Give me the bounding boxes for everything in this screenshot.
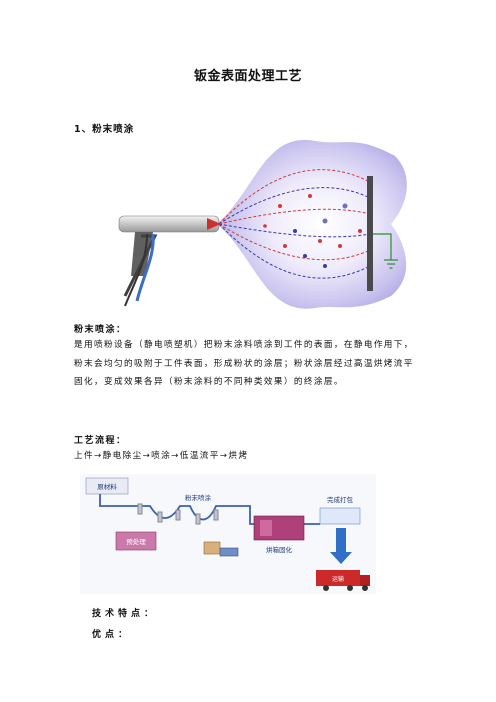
raw-material-label: 原材料 — [97, 482, 117, 491]
powder-label: 粉末喷涂： — [74, 325, 127, 335]
truck-icon: 运输 — [316, 570, 370, 591]
workpiece-plate — [367, 176, 373, 291]
powder-description-line: 是用喷粉设备（静电喷塑机）把粉末涂料喷涂到工件的表面，在静电作用下， — [74, 340, 414, 350]
powder-description-line: 粉末会均匀的吸附于工件表面，形成粉状的涂层；粉状涂层经过高温烘烤流平 — [74, 358, 414, 369]
features-label: 技术特点： — [92, 609, 158, 619]
powder-description: 是用喷粉设备（静电喷塑机）把粉末涂料喷涂到工件的表面，在静电作用下， 粉末会均匀… — [74, 336, 424, 392]
transport-label: 运输 — [332, 575, 344, 583]
ground-wire — [373, 233, 392, 260]
ground-icon — [384, 259, 398, 269]
section-heading-powder-coating: 1、粉末喷涂 — [74, 124, 135, 135]
field-lines — [218, 169, 371, 279]
powder-particles — [263, 194, 362, 268]
spray-gun — [118, 215, 221, 307]
process-steps: 上件→静电除尘→喷涂→低温流平→烘烤 — [74, 451, 249, 461]
hanging-parts — [137, 503, 219, 525]
powder-cloud — [217, 139, 407, 309]
process-label: 工艺流程： — [74, 436, 127, 446]
packing-box: 完成打包 — [319, 495, 361, 525]
pretreatment-label: 预处理 — [126, 537, 146, 546]
spray-booth — [203, 541, 239, 557]
advantages-label: 优点： — [92, 630, 132, 640]
powder-spray-label: 粉末喷涂 — [185, 493, 212, 502]
spray-gun-figure — [118, 139, 407, 309]
down-arrow — [330, 528, 352, 564]
pretreatment-box: 预处理 — [115, 531, 157, 551]
powder-description-line: 固化，变成效果各异（粉末涂料的不同种类效果）的终涂层。 — [74, 377, 344, 387]
finished-pack-label: 完成打包 — [327, 495, 354, 504]
oven-label: 烘箱固化 — [266, 545, 293, 554]
page-title: 钣金表面处理工艺 — [193, 69, 302, 84]
oven-box: 烘箱固化 — [253, 515, 305, 554]
process-flow-diagram: 原材料 预处理 粉末喷涂 烘箱固化 完成打包 运输 — [80, 474, 376, 594]
raw-material-box: 原材料 — [85, 477, 129, 495]
conveyor-line — [99, 494, 230, 521]
